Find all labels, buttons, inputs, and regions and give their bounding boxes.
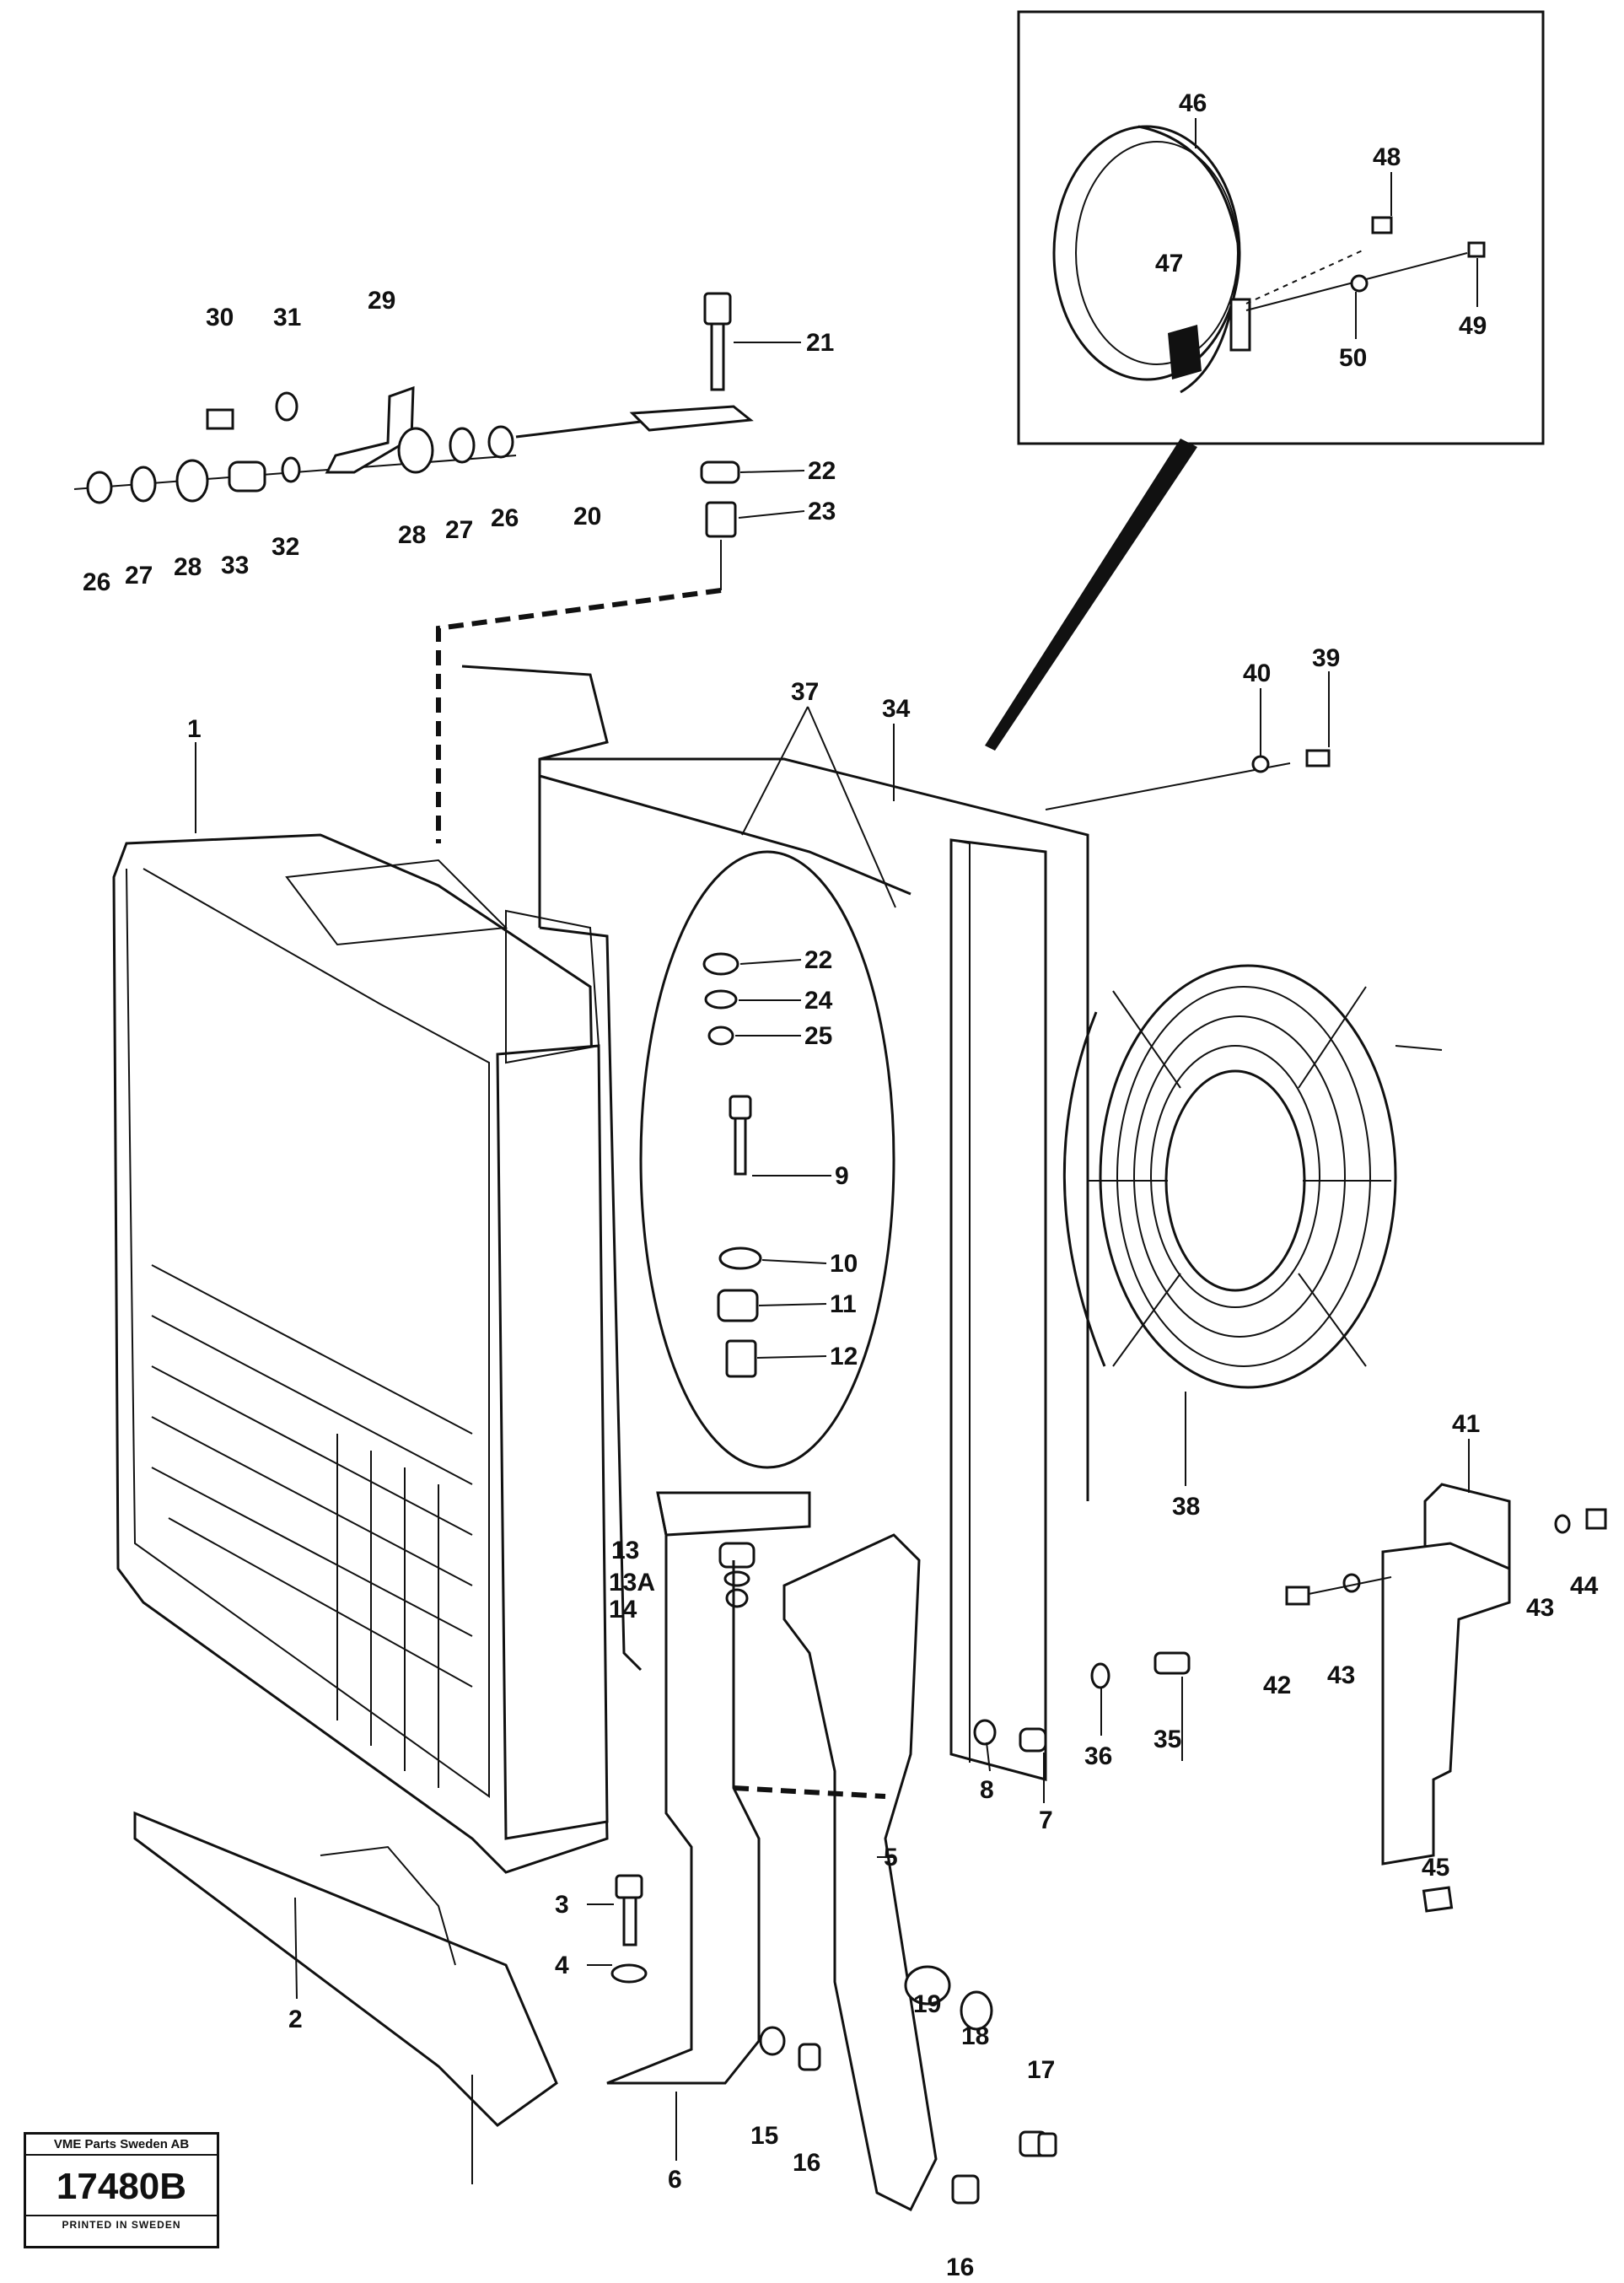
detail-inset (985, 10, 1545, 751)
label-28-right: 28 (398, 521, 426, 549)
brackets (606, 1492, 938, 2212)
label-32: 32 (272, 533, 299, 561)
label-36: 36 (1084, 1742, 1112, 1770)
label-35: 35 (1153, 1726, 1181, 1753)
label-9: 9 (835, 1162, 849, 1190)
deflector (133, 1811, 558, 2184)
label-19: 19 (913, 1990, 941, 2018)
label-38: 38 (1172, 1493, 1200, 1521)
radiator (112, 833, 609, 1874)
label-27-right: 27 (445, 516, 473, 544)
label-33: 33 (221, 552, 249, 579)
label-45: 45 (1422, 1854, 1449, 1882)
stamp-number: 17480B (26, 2156, 217, 2216)
label-13a: 13A (609, 1569, 655, 1596)
bracket-41 (1285, 1483, 1607, 1913)
fan-shroud (461, 665, 1089, 1781)
label-25: 25 (804, 1022, 832, 1050)
label-41: 41 (1452, 1410, 1480, 1438)
label-39: 39 (1312, 644, 1340, 672)
label-43-right: 43 (1526, 1594, 1554, 1622)
label-34: 34 (882, 695, 911, 723)
label-18: 18 (961, 2022, 989, 2050)
label-28-left: 28 (174, 553, 202, 581)
label-11: 11 (830, 1290, 857, 1318)
label-14: 14 (609, 1596, 637, 1623)
label-27-left: 27 (125, 562, 153, 590)
label-42: 42 (1263, 1672, 1291, 1699)
label-26-right: 26 (491, 504, 519, 532)
linkage-hardware (73, 292, 754, 843)
fan-guard (1045, 749, 1443, 1389)
label-2: 2 (288, 2006, 303, 2033)
label-3: 3 (555, 1891, 569, 1919)
label-16-lower-left: 16 (793, 2149, 820, 2177)
label-22-mid: 22 (804, 946, 832, 974)
label-46: 46 (1179, 89, 1207, 117)
label-16-bottom: 16 (946, 2253, 974, 2281)
label-47: 47 (1155, 250, 1183, 277)
label-50: 50 (1339, 344, 1367, 372)
label-22-top: 22 (808, 457, 836, 485)
label-21: 21 (806, 329, 834, 357)
label-37: 37 (791, 678, 819, 706)
stamp-company: VME Parts Sweden AB (26, 2135, 217, 2156)
label-7: 7 (1039, 1806, 1053, 1834)
label-43-left: 43 (1327, 1661, 1355, 1689)
label-1: 1 (187, 715, 202, 743)
label-4: 4 (555, 1952, 569, 1979)
label-20: 20 (573, 503, 601, 530)
label-10: 10 (830, 1250, 858, 1278)
label-26-left: 26 (83, 568, 110, 596)
label-15: 15 (750, 2122, 778, 2150)
part-labels: 1 2 3 4 5 6 7 8 9 10 11 12 13 13A 14 15 … (83, 89, 1599, 2281)
label-30: 30 (206, 304, 234, 331)
label-24: 24 (804, 987, 833, 1015)
stamp-printed: PRINTED IN SWEDEN (62, 2219, 181, 2231)
label-12: 12 (830, 1343, 858, 1370)
label-48: 48 (1373, 143, 1401, 171)
label-44: 44 (1570, 1572, 1599, 1600)
label-23: 23 (808, 498, 836, 525)
label-29: 29 (368, 287, 395, 315)
catalogue-stamp: VME Parts Sweden AB 17480B PRINTED IN SW… (24, 2132, 219, 2248)
leader-lines (195, 118, 1478, 2161)
label-31: 31 (273, 304, 301, 331)
label-6: 6 (668, 2166, 682, 2194)
label-49: 49 (1459, 312, 1487, 340)
small-hardware (610, 1651, 1191, 2205)
label-40: 40 (1243, 660, 1271, 687)
mounting-stack (656, 952, 811, 1608)
label-8: 8 (980, 1776, 994, 1804)
label-13: 13 (611, 1537, 639, 1564)
label-17: 17 (1027, 2056, 1055, 2084)
